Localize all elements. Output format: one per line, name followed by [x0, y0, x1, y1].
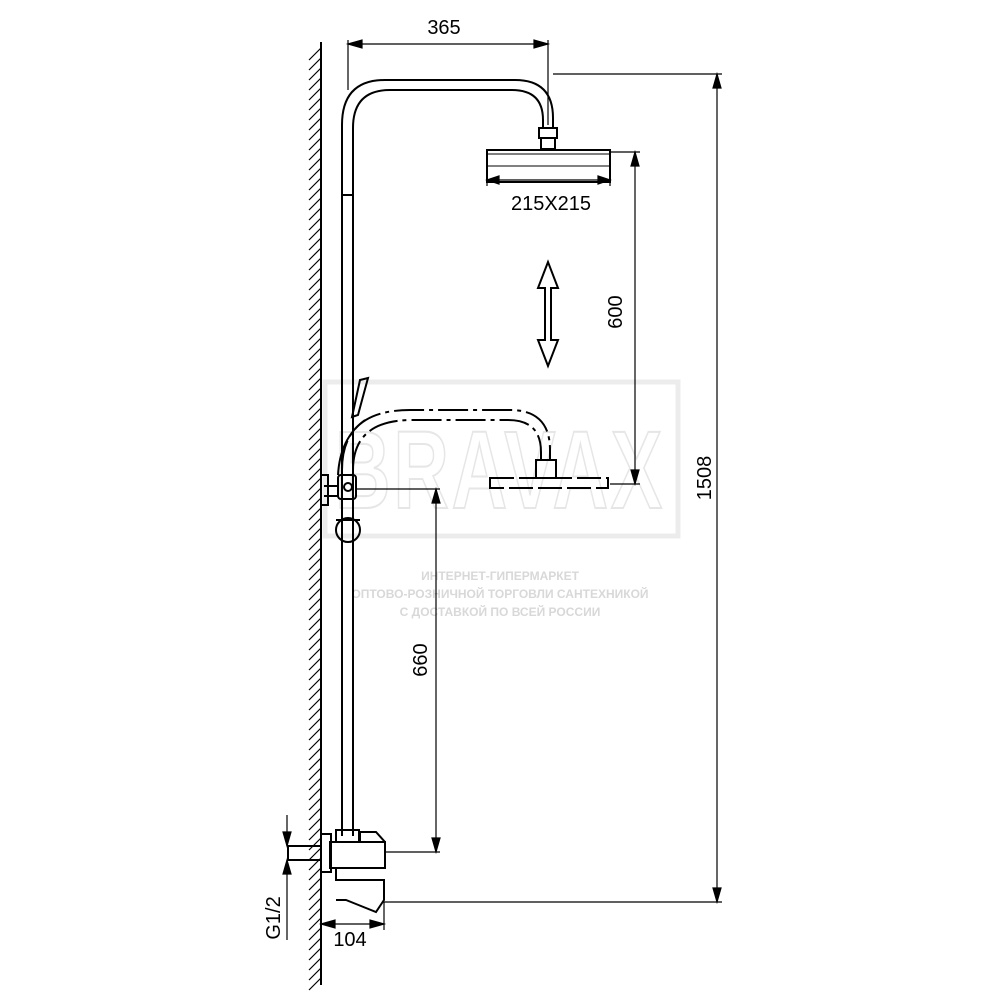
wall: [308, 42, 322, 991]
rail-inner-line: [352, 89, 544, 836]
mixer-body: [329, 841, 386, 869]
dim-365-arrow-right: [533, 39, 551, 49]
lowered-arm-outer: [341, 409, 551, 471]
dim-head-arrow-left: [485, 175, 500, 185]
dim-label-mixer-to-bar: 660: [410, 643, 432, 676]
hand-shower-handle: [350, 376, 370, 419]
dim-thread-arrow-top: [282, 831, 292, 849]
dim-thread-arrow-bottom: [282, 857, 292, 875]
dim-660-arrow-top: [431, 486, 441, 504]
shower-rail: [341, 79, 558, 836]
dim-600-arrow-top: [630, 149, 640, 167]
hand-shower-hose: [337, 419, 366, 476]
lowered-arm-inner: [352, 419, 542, 471]
bracket-screw: [343, 482, 353, 492]
watermark-line-3: С ДОСТАВКОЙ ПО ВСЕЙ РОССИИ: [400, 604, 601, 619]
dim-label-head-size: 215X215: [511, 193, 591, 215]
head-connector: [538, 127, 558, 139]
dim-1508-arrow-bottom: [712, 887, 722, 905]
wall-bracket: [320, 474, 329, 506]
bath-spout: [335, 868, 385, 914]
dim-head-arrow-right: [597, 175, 612, 185]
watermark-frame: [322, 379, 681, 539]
dim-600-arrow-bottom: [630, 469, 640, 487]
dim-label-slide-range: 600: [605, 295, 627, 328]
dim-label-arm-reach: 365: [427, 17, 460, 39]
bath-mixer: [287, 829, 386, 914]
mixer-lever: [359, 831, 386, 843]
height-adjust-arrow: [536, 259, 560, 369]
dim-104-arrow-left: [318, 919, 336, 929]
height-adjust-arrow-shape: [536, 259, 560, 369]
lowered-head-position: [341, 409, 609, 489]
dim-104-arrow-right: [369, 919, 387, 929]
dim-365-arrow-left: [345, 39, 363, 49]
watermark: BRAVAX ИНТЕРНЕТ-ГИПЕРМАРКЕТ ОПТОВО-РОЗНИ…: [322, 379, 681, 619]
wall-hatching: [308, 47, 322, 991]
dim-label-thread: G1/2: [263, 896, 285, 939]
rain-shower-head: [486, 149, 611, 183]
dimension-labels: 365 215X215 600 1508 660 G1/2 104: [263, 17, 716, 951]
rail-outer-line: [341, 79, 554, 836]
dim-660-arrow-bottom: [431, 837, 441, 855]
dim-1508-arrow-top: [712, 71, 722, 89]
hand-shower: [320, 376, 370, 543]
dim-label-total-height: 1508: [694, 456, 716, 501]
eccentric-connector: [287, 845, 322, 861]
slider-knob: [335, 517, 361, 543]
head-swivel: [540, 137, 556, 150]
watermark-brand: BRAVAX: [335, 409, 665, 532]
lowered-head-body: [489, 477, 609, 489]
watermark-line-2: ОПТОВО-РОЗНИЧНОЙ ТОРГОВЛИ САНТЕХНИКОЙ: [351, 586, 648, 601]
mixer-diverter-top: [335, 829, 360, 843]
dimension-lines: [282, 39, 722, 940]
lowered-head-connector: [535, 459, 557, 479]
watermark-line-1: ИНТЕРНЕТ-ГИПЕРМАРКЕТ: [421, 569, 580, 583]
dim-label-mixer-depth: 104: [333, 929, 366, 951]
